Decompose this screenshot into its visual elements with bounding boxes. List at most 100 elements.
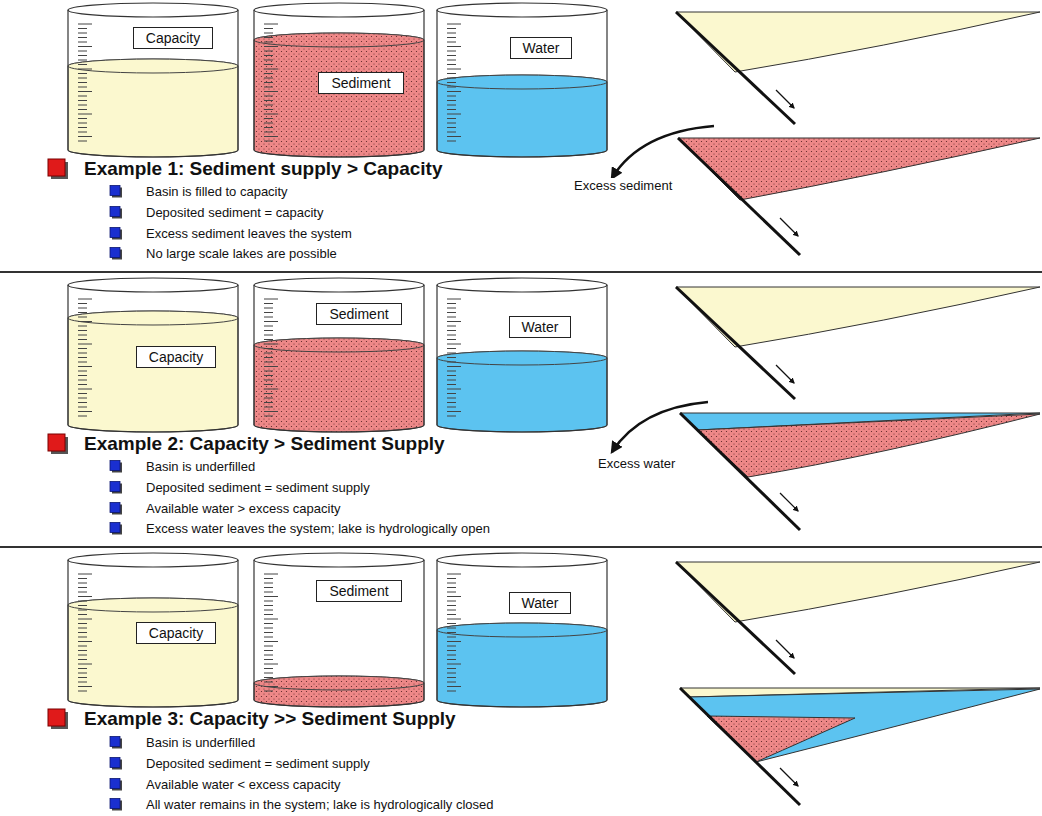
beaker-fill bbox=[437, 75, 607, 157]
beaker-rim bbox=[437, 278, 607, 292]
beaker-wall bbox=[436, 560, 437, 700]
label-box: Sediment bbox=[318, 72, 403, 94]
scale-tick bbox=[447, 24, 461, 25]
list-bullet bbox=[110, 186, 120, 196]
scale-tick bbox=[447, 312, 456, 313]
scale-tick bbox=[447, 686, 461, 687]
beaker-base bbox=[68, 700, 238, 707]
scale-tick bbox=[264, 375, 273, 376]
beaker-body bbox=[437, 3, 607, 157]
beaker-wall bbox=[606, 560, 607, 700]
scale-tick bbox=[78, 659, 87, 660]
scale-tick bbox=[264, 659, 273, 660]
scale-tick bbox=[264, 646, 273, 647]
beaker bbox=[68, 553, 238, 707]
beaker-fill bbox=[68, 59, 238, 157]
beaker-body bbox=[68, 3, 238, 157]
box-label: Capacity bbox=[149, 349, 203, 365]
beaker-base bbox=[254, 150, 424, 157]
beaker-base bbox=[254, 425, 424, 432]
list-bullet bbox=[110, 758, 120, 768]
beaker bbox=[68, 3, 238, 157]
scale-tick bbox=[447, 344, 461, 345]
fault-line bbox=[680, 688, 800, 805]
slip-arrow bbox=[780, 218, 798, 236]
scale-tick bbox=[78, 578, 87, 579]
beaker-wall bbox=[436, 10, 437, 150]
beaker-wall bbox=[606, 10, 607, 150]
box-label: Capacity bbox=[149, 625, 203, 641]
beaker-rim bbox=[254, 553, 424, 567]
scale-tick bbox=[447, 691, 456, 692]
flow-label: Excess water bbox=[598, 456, 675, 471]
scale-tick bbox=[264, 398, 273, 399]
list-bullet bbox=[110, 228, 120, 238]
scale-tick bbox=[78, 33, 87, 34]
fill-surface bbox=[437, 75, 607, 89]
scale-tick bbox=[447, 578, 456, 579]
fill-surface bbox=[437, 623, 607, 637]
label-box: Sediment bbox=[316, 580, 401, 602]
scale-tick bbox=[78, 628, 87, 629]
scale-tick bbox=[264, 411, 278, 412]
beaker bbox=[254, 553, 424, 707]
scale-tick bbox=[264, 330, 273, 331]
scale-tick bbox=[447, 339, 456, 340]
scale-tick bbox=[78, 601, 87, 602]
scale-tick bbox=[78, 587, 87, 588]
scale-tick bbox=[264, 686, 278, 687]
list-bullet bbox=[110, 523, 120, 533]
scale-tick bbox=[78, 619, 92, 620]
scale-tick bbox=[78, 132, 87, 133]
scale-tick bbox=[264, 24, 278, 25]
beaker-wall bbox=[253, 10, 254, 150]
scale-tick bbox=[78, 389, 92, 390]
scale-tick bbox=[447, 100, 456, 101]
scale-tick bbox=[447, 398, 456, 399]
scale-tick bbox=[447, 601, 456, 602]
beaker-fill bbox=[254, 33, 424, 157]
beaker bbox=[437, 3, 607, 157]
scale-tick bbox=[78, 623, 87, 624]
beaker-body bbox=[68, 278, 238, 432]
box-label: Water bbox=[522, 595, 559, 611]
beaker-wall bbox=[237, 10, 238, 150]
scale-tick bbox=[447, 303, 456, 304]
scale-tick bbox=[447, 321, 461, 322]
scale-tick bbox=[78, 308, 87, 309]
beaker-base bbox=[437, 425, 607, 432]
scale-tick bbox=[264, 91, 278, 92]
scale-tick bbox=[78, 55, 87, 56]
beaker-wall bbox=[237, 560, 238, 700]
scale-tick bbox=[447, 109, 456, 110]
scale-tick bbox=[447, 91, 461, 92]
beaker-body bbox=[254, 553, 424, 707]
scale-tick bbox=[447, 353, 456, 354]
scale-tick bbox=[264, 308, 273, 309]
beaker-rim bbox=[68, 3, 238, 17]
beaker-wall bbox=[606, 285, 607, 425]
scale-tick bbox=[78, 596, 92, 597]
scale-tick bbox=[264, 583, 273, 584]
scale-tick bbox=[447, 28, 456, 29]
scale-tick bbox=[264, 127, 273, 128]
list-bullet bbox=[110, 503, 120, 513]
scale-tick bbox=[78, 411, 92, 412]
scale-tick bbox=[447, 664, 461, 665]
box-label: Capacity bbox=[146, 30, 200, 46]
scale-tick bbox=[447, 73, 456, 74]
scale-tick bbox=[447, 677, 456, 678]
box-label: Sediment bbox=[329, 583, 388, 599]
scale-tick bbox=[447, 326, 456, 327]
scale-tick bbox=[78, 82, 87, 83]
scale-tick bbox=[78, 682, 87, 683]
fill-surface bbox=[437, 351, 607, 365]
scale-tick bbox=[447, 105, 456, 106]
scale-tick bbox=[447, 55, 456, 56]
scale-tick bbox=[78, 73, 87, 74]
slip-arrow bbox=[780, 493, 798, 511]
scale-tick bbox=[447, 614, 456, 615]
scale-tick bbox=[78, 366, 92, 367]
scale-tick bbox=[264, 37, 273, 38]
beaker bbox=[254, 278, 424, 432]
